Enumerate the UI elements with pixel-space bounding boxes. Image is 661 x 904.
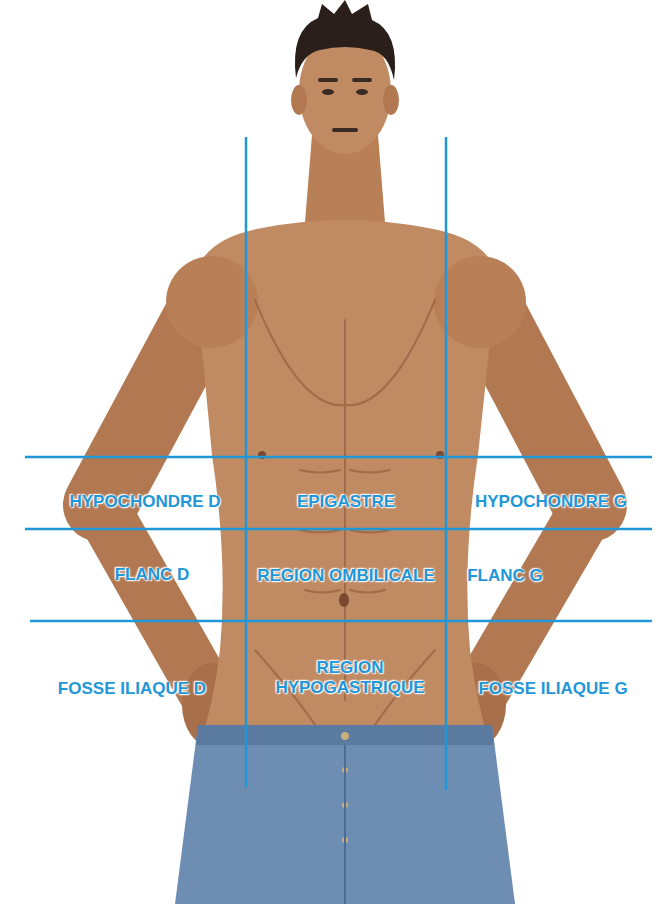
grid-line <box>30 620 652 623</box>
waistband <box>196 725 494 745</box>
hair <box>295 0 395 80</box>
region-label: FOSSE ILIAQUE G <box>476 679 630 699</box>
region-label-holder: FLANC D <box>113 565 192 585</box>
region-label-holder: REGION OMBILICALE <box>256 566 436 586</box>
grid-line <box>25 456 652 459</box>
region-label-holder: HYPOCHONDRE D <box>67 492 223 512</box>
region-label: FLANC G <box>465 566 545 586</box>
region-label-holder: FLANC G <box>465 566 545 586</box>
region-label: EPIGASTRE <box>295 492 398 512</box>
region-label-holder: FOSSE ILIAQUE G <box>476 679 630 699</box>
grid-line <box>445 137 448 790</box>
ear <box>291 85 307 115</box>
fly-seam <box>344 745 346 904</box>
region-label: FOSSE ILIAQUE D <box>56 679 209 699</box>
region-label: FLANC D <box>113 565 192 585</box>
jeans <box>175 725 515 904</box>
region-label-holder: HYPOCHONDRE G <box>473 492 630 512</box>
grid-line <box>25 528 652 531</box>
muscle-lines <box>255 300 435 740</box>
region-label: REGION HYPOGASTRIQUE <box>273 658 427 697</box>
grid-line <box>245 137 248 787</box>
region-label: HYPOCHONDRE D <box>67 492 223 512</box>
region-label-holder: FOSSE ILIAQUE D <box>56 679 209 699</box>
face <box>318 78 372 132</box>
region-label: HYPOCHONDRE G <box>473 492 630 512</box>
region-label-holder: EPIGASTRE <box>295 492 398 512</box>
grid-lines <box>25 137 652 790</box>
shoulder <box>434 256 526 348</box>
ear <box>383 85 399 115</box>
navel <box>339 593 349 607</box>
region-label-holder: REGION HYPOGASTRIQUE <box>273 658 427 697</box>
shoulder <box>166 256 258 348</box>
region-label: REGION OMBILICALE <box>256 566 436 586</box>
